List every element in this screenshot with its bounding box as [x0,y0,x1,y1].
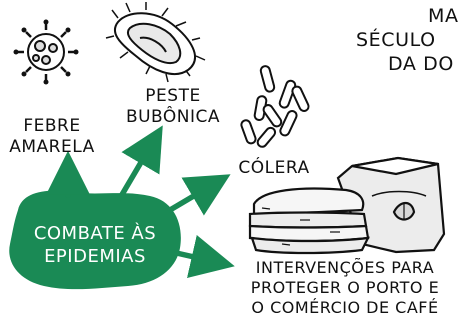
arrow-peste [117,125,163,201]
bacterium-icon [105,2,206,83]
branch-peste-bubonica: PESTE BUBÔNICA [118,86,228,128]
colera-line1: CÓLERA [238,158,310,178]
title-line1: MA [428,5,459,27]
arrows [46,125,235,278]
febre-line2: AMARELA [9,137,95,157]
peste-line2: BUBÔNICA [125,107,221,127]
intervencoes-line3: O COMÉRCIO DE CAFÉ [251,298,439,317]
bacilli-icon [240,65,310,148]
center-blob [9,190,181,290]
title-line2: SÉCULO [356,29,436,51]
branch-febre-amarela: FEBRE AMARELA [0,116,104,158]
arrow-intervencoes [169,235,235,278]
peste-line1: PESTE [145,86,201,106]
center-line1: COMBATE ÀS [33,223,157,244]
arrow-colera [167,174,231,216]
virus-icon [13,19,79,85]
diagram-title: MA SÉCULO DA DO [352,4,459,76]
branch-intervencoes: INTERVENÇÕES PARA PROTEGER O PORTO E O C… [232,258,458,318]
coffee-sacks-icon [248,156,446,255]
intervencoes-line2: PROTEGER O PORTO E [250,278,440,297]
center-line2: EPIDEMIAS [44,246,146,267]
febre-line1: FEBRE [23,116,81,136]
branch-colera: CÓLERA [228,158,320,179]
center-node-label: COMBATE ÀS EPIDEMIAS [18,222,172,268]
intervencoes-line1: INTERVENÇÕES PARA [255,258,435,277]
title-line3: DA DO [388,53,454,75]
